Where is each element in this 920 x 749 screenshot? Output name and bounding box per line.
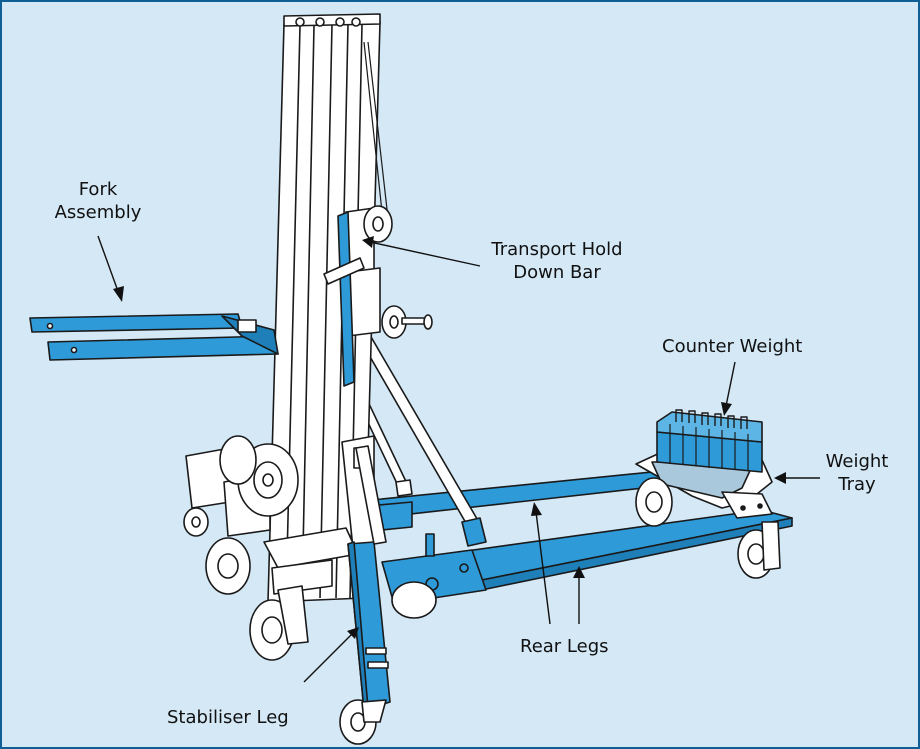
label-weight-tray-line2: Tray [838, 474, 876, 495]
label-transport-hold-down-bar: Transport Hold Down Bar [472, 238, 642, 284]
transport-hold-down-bar [337, 211, 355, 387]
label-transport-hold-down-bar-line1: Transport Hold [491, 239, 623, 260]
label-transport-hold-down-bar-line2: Down Bar [513, 262, 601, 283]
label-counter-weight: Counter Weight [662, 336, 803, 357]
label-weight-tray-line1: Weight [825, 451, 889, 472]
arrow-stabiliser-leg [303, 627, 359, 683]
label-stabiliser-leg: Stabiliser Leg [167, 707, 289, 728]
label-fork-assembly: Fork Assembly [38, 178, 158, 224]
arrow-weight-tray [774, 472, 820, 484]
label-fork-assembly-line2: Assembly [54, 202, 142, 223]
arrow-transport-hold-down-bar [362, 236, 481, 267]
arrow-rear-legs-2 [573, 566, 585, 624]
arrow-rear-legs-1 [531, 502, 551, 625]
label-weight-tray: Weight Tray [812, 450, 902, 496]
arrow-counter-weight [721, 361, 736, 416]
rear-legs [347, 467, 793, 605]
winch-handle [323, 257, 365, 285]
arrow-fork-assembly [97, 235, 124, 302]
counter-weight [656, 409, 763, 473]
stabiliser-leg [347, 445, 391, 723]
fork-assembly [29, 313, 279, 361]
callout-arrows [97, 235, 820, 683]
mast-pulleys [363, 205, 433, 339]
label-fork-assembly-line1: Fork [78, 179, 118, 200]
label-rear-legs: Rear Legs [520, 636, 609, 657]
